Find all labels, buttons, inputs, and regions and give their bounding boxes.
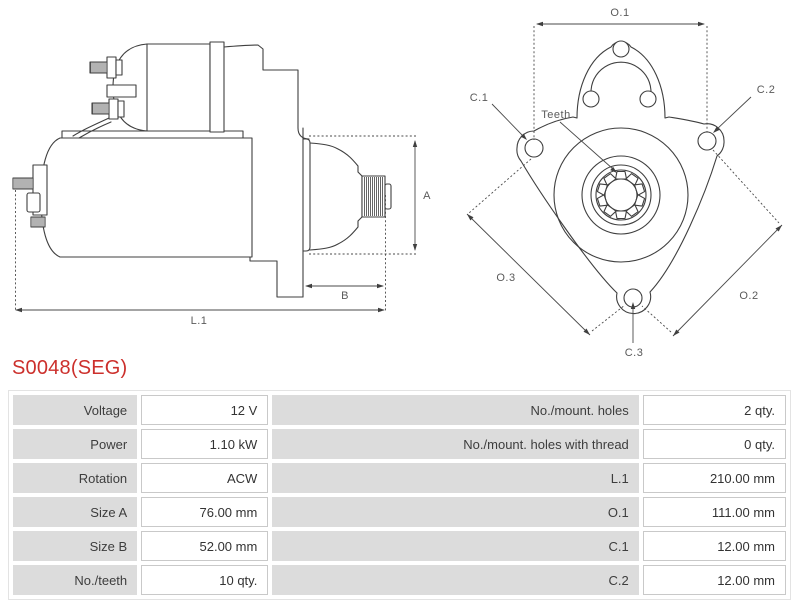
housing-circle-inner: [590, 164, 652, 226]
bottom-outline: [59, 256, 304, 298]
housing-circle-mid: [581, 155, 661, 235]
pinion-gear-front: [595, 169, 647, 221]
flange-lip: [302, 138, 311, 252]
terminal-nut-upper: [106, 56, 117, 79]
spec-label: C.2: [272, 565, 639, 595]
spec-value: 0 qty.: [642, 429, 786, 459]
spec-value: 1.10 kW: [141, 429, 269, 459]
leader-c1: C.1: [470, 92, 527, 140]
dimension-o3: O.3: [466, 158, 626, 336]
dim-c1-label: C.1: [470, 92, 489, 104]
spec-label: L.1: [272, 463, 639, 493]
terminal-stud-upper: [89, 61, 108, 74]
dim-c3-label: C.3: [625, 347, 644, 356]
pinion-shaft-nose: [384, 183, 392, 210]
teeth-label: Teeth: [541, 109, 570, 121]
rear-lower-stud-thread: [32, 217, 44, 227]
mount-hole-c1: [524, 138, 544, 158]
flange-top-outline: [223, 44, 310, 140]
spec-value: 12.00 mm: [642, 565, 786, 595]
pinion-gear: [361, 175, 386, 218]
spec-label: Size B: [13, 531, 138, 561]
mount-hole-c2: [697, 131, 717, 151]
spec-value: 12.00 mm: [642, 531, 786, 561]
spec-label: O.1: [272, 497, 639, 527]
table-row: Rotation ACW L.1 210.00 mm: [13, 463, 786, 493]
solenoid-end-cap: [209, 41, 225, 133]
table-row: Size B 52.00 mm C.1 12.00 mm: [13, 531, 786, 561]
starter-motor-diagram: A B L.1: [12, 7, 783, 359]
terminal-stud-lower-thread: [92, 103, 108, 114]
housing-circle-outer: [553, 127, 689, 263]
drive-housing: [309, 142, 363, 251]
front-view-drawing: O.1 C.1 C.2 Teeth C.3: [466, 7, 783, 359]
spec-label: Power: [13, 429, 138, 459]
leader-c2: C.2: [713, 84, 775, 133]
leader-teeth: Teeth: [541, 109, 617, 173]
spec-label: No./mount. holes with thread: [272, 429, 639, 459]
dimension-b: B: [305, 195, 386, 311]
spec-table: Voltage 12 V No./mount. holes 2 qty. Pow…: [8, 390, 791, 600]
spec-value: 210.00 mm: [642, 463, 786, 493]
spec-value: 76.00 mm: [141, 497, 269, 527]
spec-label: Rotation: [13, 463, 138, 493]
dimension-o1: O.1: [533, 7, 708, 140]
dimension-a: A: [309, 135, 431, 255]
terminal-stud-upper-thread: [90, 62, 106, 73]
spec-value: ACW: [141, 463, 269, 493]
dim-a-label: A: [423, 190, 431, 202]
table-row: Power 1.10 kW No./mount. holes with thre…: [13, 429, 786, 459]
dim-l1-label: L.1: [191, 315, 208, 327]
terminal-washer-upper: [115, 59, 123, 76]
arch-inner-arc: [590, 61, 652, 104]
dim-o2-label: O.2: [739, 290, 758, 302]
pinion-gear-teeth: [364, 177, 383, 216]
arch-hole-top: [612, 40, 630, 58]
table-row: Size A 76.00 mm O.1 111.00 mm: [13, 497, 786, 527]
dimension-l1: L.1: [15, 190, 385, 327]
spec-label: No./mount. holes: [272, 395, 639, 425]
part-number-title: S0048(SEG): [12, 357, 128, 379]
terminal-washer-lower: [117, 100, 125, 118]
spec-label: C.1: [272, 531, 639, 561]
rear-stud-thread: [14, 178, 32, 189]
spec-value: 52.00 mm: [141, 531, 269, 561]
spec-label: Voltage: [13, 395, 138, 425]
rear-lower-stud: [30, 216, 46, 228]
table-row: Voltage 12 V No./mount. holes 2 qty.: [13, 395, 786, 425]
dim-b-label: B: [341, 290, 349, 302]
table-row: No./teeth 10 qty. C.2 12.00 mm: [13, 565, 786, 595]
terminal-wire: [72, 117, 112, 139]
side-view-drawing: A B L.1: [12, 41, 431, 327]
motor-body: [40, 137, 253, 258]
terminal-stud-lower: [91, 102, 110, 115]
dim-o1-label: O.1: [610, 7, 629, 19]
dim-c2-label: C.2: [757, 84, 776, 96]
dimension-o2: O.2: [641, 149, 783, 337]
spec-value: 111.00 mm: [642, 497, 786, 527]
dim-o3-label: O.3: [496, 272, 515, 284]
spec-value: 12 V: [141, 395, 269, 425]
spec-label: Size A: [13, 497, 138, 527]
spec-label: No./teeth: [13, 565, 138, 595]
terminal-nut-lower: [108, 98, 119, 120]
rear-nut: [26, 192, 41, 213]
arch-hole-right: [639, 90, 657, 108]
arch-hole-left: [582, 90, 600, 108]
spec-value: 10 qty.: [141, 565, 269, 595]
technical-drawing: A B L.1: [12, 7, 783, 359]
spec-value: 2 qty.: [642, 395, 786, 425]
terminal-bracket: [106, 84, 137, 98]
